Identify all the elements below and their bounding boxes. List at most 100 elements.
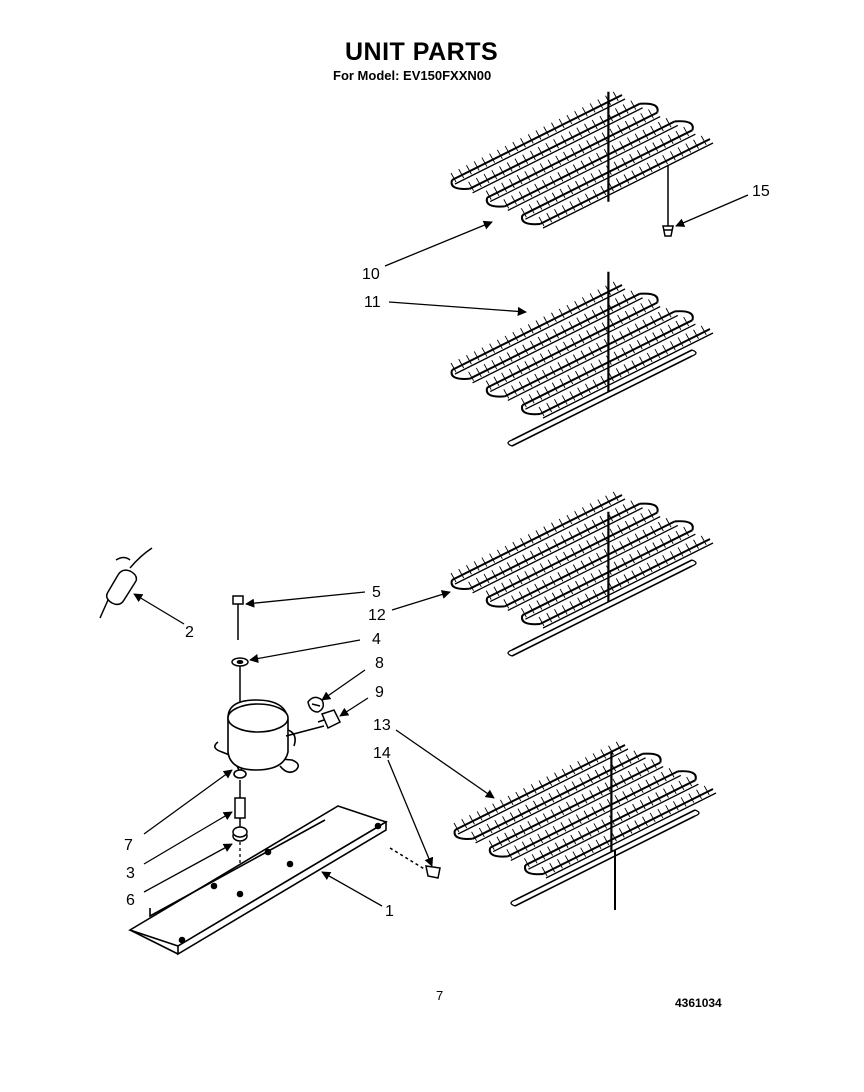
shelf-fin [526, 187, 533, 198]
shelf-fin [504, 832, 511, 843]
shelf-fin [566, 801, 572, 812]
shelf-fin [542, 579, 548, 590]
shelf-fin [597, 99, 604, 109]
shelf-bend [520, 404, 541, 416]
shelf-fin [514, 558, 521, 568]
shelf-fin [549, 575, 556, 586]
shelf-fin [496, 339, 503, 350]
shelf-fin [572, 354, 579, 364]
shelf-fin [468, 581, 474, 592]
shelf-fin [489, 343, 496, 353]
shelf-fin [593, 326, 600, 336]
shelf-fin [685, 543, 692, 553]
shelf-tube [454, 98, 626, 185]
shelf-tube [542, 332, 714, 419]
shelf-fin [536, 390, 543, 400]
shelf-fin [558, 308, 565, 319]
shelf-fin [624, 310, 631, 321]
shelf-fin [476, 811, 483, 821]
shelf-fin [516, 574, 523, 585]
shelf-fin [591, 309, 598, 320]
shelf-fin [536, 600, 543, 610]
shelf-fin [644, 146, 651, 156]
shelf-fin [506, 562, 513, 572]
shelf-fin [509, 812, 516, 822]
callout-4: 4 [372, 631, 381, 648]
shelf-fin [561, 605, 568, 615]
shelf-fin [613, 351, 620, 362]
shelf-bend [450, 179, 470, 191]
shelf-fin [590, 573, 597, 583]
shelf-fin [602, 765, 609, 776]
shelf-fin [548, 792, 555, 803]
shelf-fin [524, 361, 531, 371]
shelf-fin [483, 363, 490, 374]
shelf-bend [674, 520, 694, 531]
shelf-fin [582, 367, 589, 377]
shelf-fin [521, 397, 527, 408]
shelf-bend [485, 197, 505, 208]
shelf-fin [569, 201, 576, 211]
shelf-fin [547, 159, 554, 169]
shelf-tube [489, 116, 661, 203]
shelf-fin [530, 340, 536, 351]
shelf-fin [499, 566, 505, 576]
shelf-fin [598, 359, 605, 369]
shelf-fin [542, 813, 549, 823]
shelf-fin [608, 745, 614, 755]
shelf-fin [599, 305, 606, 316]
callout-15: 15 [752, 183, 770, 200]
shelf-fin [575, 814, 582, 824]
shelf-tube [542, 542, 714, 629]
shelf-fin [508, 368, 515, 379]
shelf-fin [560, 135, 567, 145]
shelf-fin [703, 785, 710, 796]
shelf-fin [557, 859, 563, 869]
shelf-fin [572, 851, 579, 861]
shelf-fin [669, 341, 676, 351]
shelf-rail [507, 649, 513, 657]
shelf-bend [485, 597, 505, 608]
shelf-fin [530, 150, 536, 161]
shelf-fin [648, 109, 654, 119]
shelf-fin [619, 541, 626, 551]
shelf-fin [578, 544, 585, 554]
shelf-rail [507, 439, 513, 447]
shelf-fin [646, 562, 653, 573]
shelf-fin [617, 314, 623, 325]
shelf-fin [523, 788, 529, 798]
shelf-fin [526, 587, 533, 598]
shelf-fin [615, 508, 621, 518]
screw-15 [662, 165, 674, 237]
shelf-fin [642, 319, 649, 330]
shelf-fin [660, 328, 666, 338]
shelf-fin [563, 341, 569, 352]
shelf-fin [589, 293, 596, 303]
shelf-fin [493, 186, 500, 196]
shelf-fin [660, 538, 666, 548]
shelf-fin [630, 787, 636, 797]
shelf-fin [473, 561, 480, 571]
shelf-fin [643, 763, 650, 773]
shelf-fin [531, 854, 538, 864]
shelf-rail [514, 809, 696, 901]
shelf-fin [580, 847, 587, 857]
shelf-fin [458, 168, 465, 179]
shelf-bend [453, 829, 473, 841]
shelf-fin [522, 154, 529, 164]
base-plate-1 [128, 805, 388, 956]
shelf-fin [542, 179, 548, 190]
shelf-fin [584, 757, 591, 767]
shelf-fin [600, 749, 607, 759]
shelf-fin [631, 570, 638, 580]
shelf-fin [657, 121, 664, 132]
shelf-fin [636, 550, 643, 560]
shelf-fin [512, 141, 519, 152]
shelf-fin [574, 300, 581, 311]
shelf-fin [450, 362, 457, 373]
shelf-fin [580, 560, 587, 570]
shelf-fin [631, 170, 638, 180]
shelf-fin [624, 120, 631, 131]
shelf-rail [511, 565, 693, 657]
shelf-fin [496, 149, 503, 160]
